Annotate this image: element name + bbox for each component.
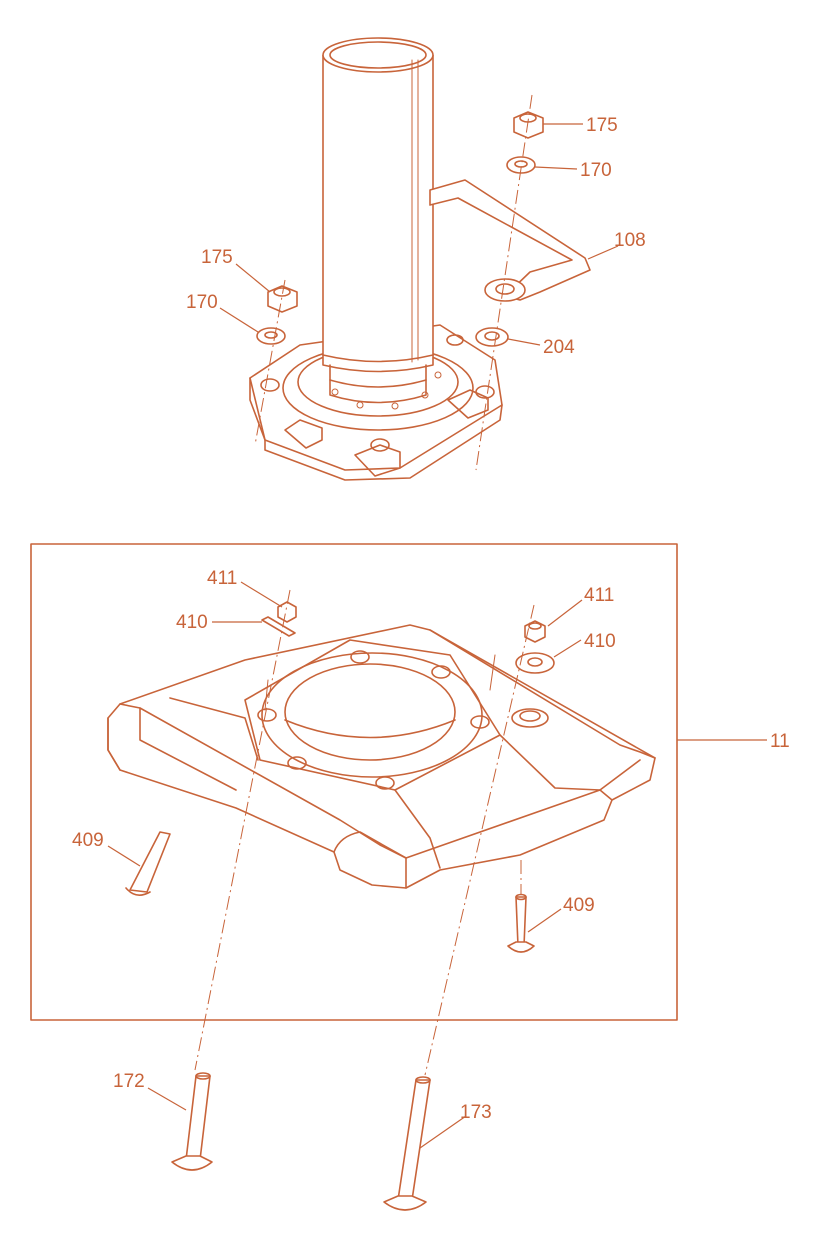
column-top-opening bbox=[322, 37, 434, 73]
callout-410-left: 410 bbox=[176, 612, 208, 633]
callout-172: 172 bbox=[113, 1071, 145, 1092]
lower-bolts bbox=[171, 1072, 431, 1211]
callout-170-right: 170 bbox=[580, 160, 612, 181]
callout-410-right: 410 bbox=[584, 631, 616, 652]
callout-173: 173 bbox=[460, 1102, 492, 1123]
bolt-173 bbox=[397, 1079, 431, 1201]
flange-hole bbox=[370, 438, 390, 452]
base-boss-ring bbox=[261, 652, 483, 778]
callout-204: 204 bbox=[543, 337, 575, 358]
nut-411-left bbox=[277, 601, 297, 623]
callout-170-left: 170 bbox=[186, 292, 218, 313]
callout-409-right: 409 bbox=[563, 895, 595, 916]
callout-411-left: 411 bbox=[207, 568, 237, 589]
column-tube bbox=[322, 55, 434, 373]
callout-175-left: 175 bbox=[201, 247, 233, 268]
base-plate-outline bbox=[107, 624, 656, 889]
assembly-frame-11 bbox=[30, 543, 678, 1021]
washer-410-right bbox=[515, 652, 555, 674]
screw-409-right bbox=[515, 896, 527, 947]
callout-411-right: 411 bbox=[584, 585, 614, 606]
flange-hole bbox=[446, 334, 464, 346]
nut-175-right bbox=[513, 111, 544, 139]
flange-edge bbox=[249, 377, 503, 481]
spacer-204 bbox=[475, 327, 509, 347]
base-plate bbox=[107, 624, 656, 889]
nut-175-left bbox=[267, 285, 298, 313]
bracket-eye bbox=[484, 278, 526, 302]
callout-labels: 175 170 108 175 170 204 411 410 411 410 … bbox=[72, 115, 790, 1123]
column-assembly bbox=[249, 37, 503, 481]
leader-lines bbox=[107, 123, 767, 1149]
washer-410-left bbox=[261, 616, 296, 637]
nut-411-right bbox=[524, 620, 546, 643]
callout-175-right: 175 bbox=[586, 115, 618, 136]
flange-hole bbox=[260, 378, 280, 392]
washer-170-left bbox=[256, 327, 286, 345]
base-center-opening bbox=[284, 663, 456, 761]
clamp-bracket-108 bbox=[429, 179, 591, 302]
bolt-172 bbox=[185, 1075, 211, 1161]
screw-409-left bbox=[129, 831, 171, 893]
upper-fasteners bbox=[254, 94, 544, 471]
callout-409-left: 409 bbox=[72, 830, 104, 851]
washer-170-right bbox=[506, 156, 536, 174]
callout-11: 11 bbox=[770, 731, 790, 752]
base-fasteners bbox=[125, 589, 555, 1076]
callout-108: 108 bbox=[614, 230, 646, 251]
